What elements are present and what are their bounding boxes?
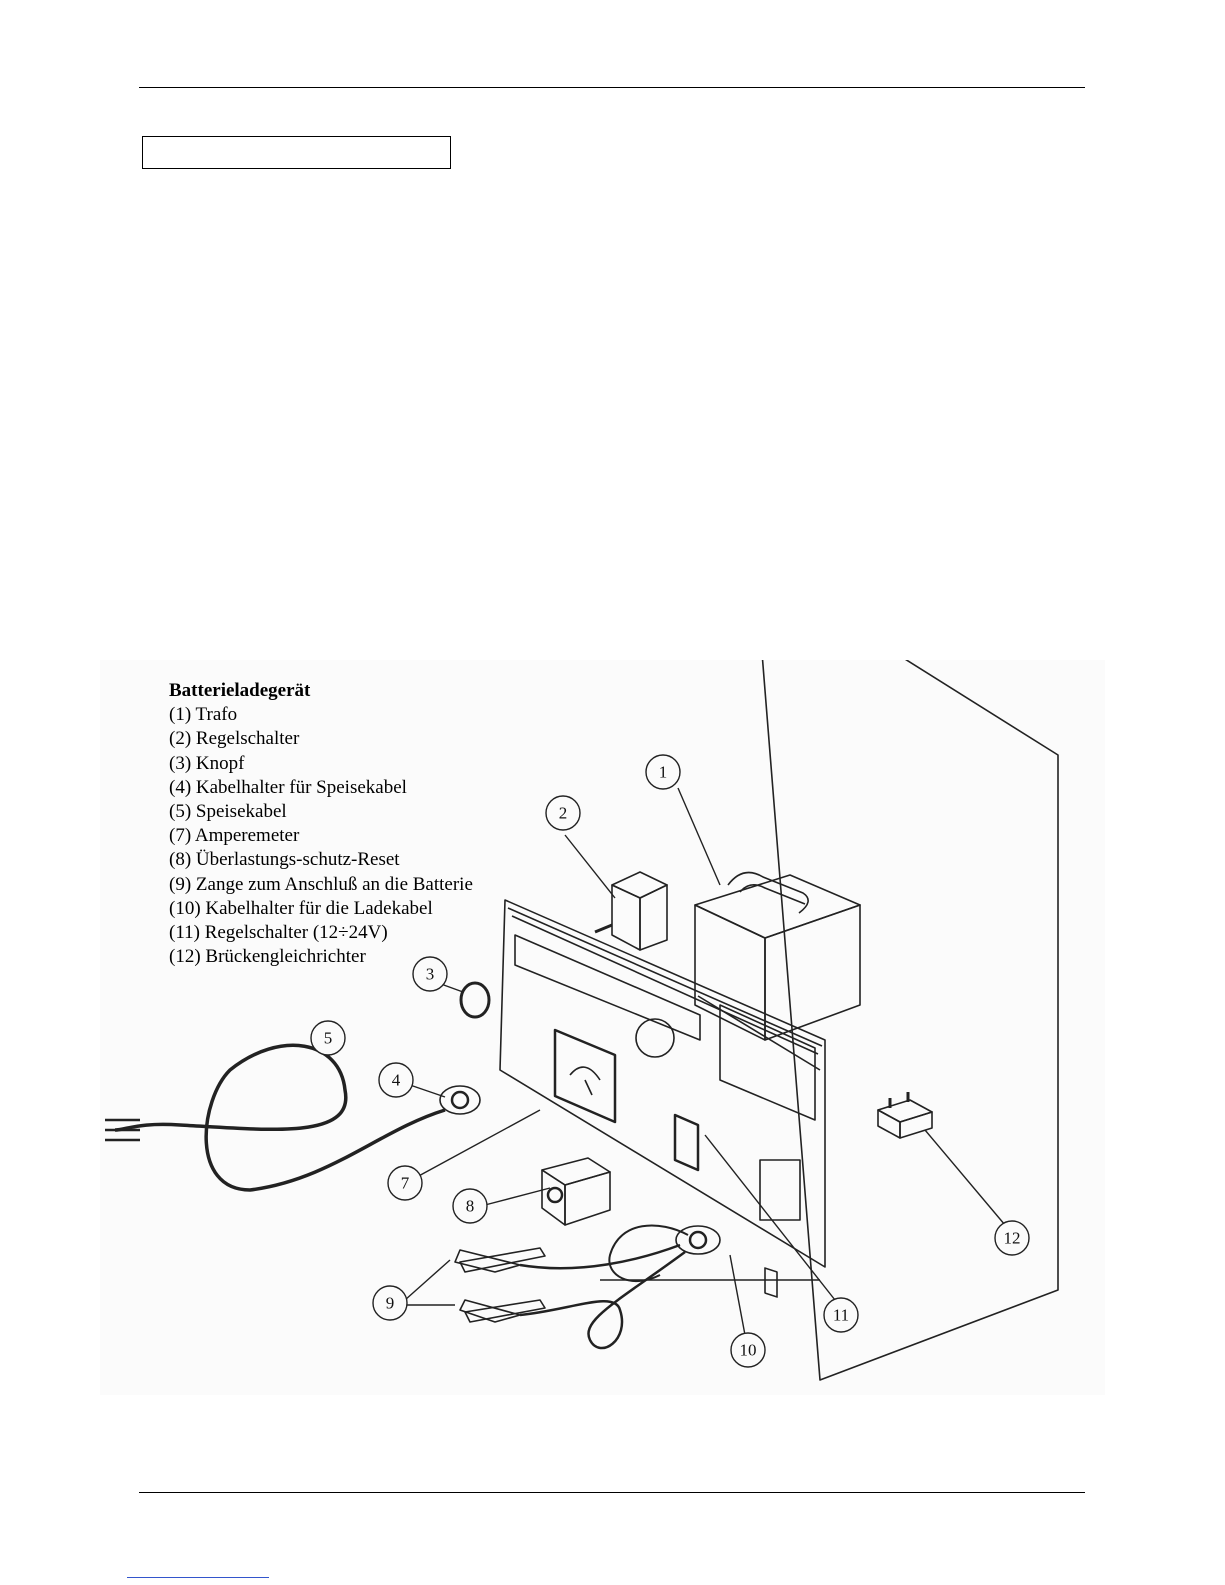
bridge-rectifier [877,1092,933,1139]
power-plug [105,1118,140,1142]
overload-reset [541,1157,611,1226]
legend-item: (11) Regelschalter (12÷24V) [169,922,388,944]
legend-title: Batterieladegerät [169,680,311,701]
knob [459,981,491,1019]
legend-item: (10) Kabelhalter für die Ladekabel [169,897,433,919]
legend-item: (5) Speisekabel [169,801,287,823]
callout-2: 2 [559,804,568,823]
callout-5: 5 [324,1029,333,1048]
section-heading-box [142,136,451,169]
callout-7: 7 [401,1174,410,1193]
footer-link-underline[interactable] [127,1577,269,1578]
cable-holder-charge [675,1225,721,1255]
battery-charger-diagram: 1 2 3 5 4 7 8 9 10 11 12 [100,660,1105,1395]
power-cable [114,1043,446,1192]
figure-legend: Batterieladegerät (1) Trafo (2) Regelsch… [169,679,473,969]
header-rule [139,87,1085,88]
callout-8: 8 [466,1197,475,1216]
battery-clamp-1 [454,1247,546,1273]
legend-item: (4) Kabelhalter für Speisekabel [169,776,407,798]
battery-clamp-2 [459,1299,546,1323]
cable-holder-power [439,1085,481,1115]
rocker-switch [673,1113,700,1172]
callout-3: 3 [426,965,435,984]
footer-rule [139,1492,1085,1493]
legend-item: (12) Brückengleichrichter [169,946,366,968]
transformer [694,871,861,1041]
callout-1: 1 [659,763,668,782]
front-panel [499,899,826,1268]
regelschalter [594,871,668,951]
callout-12: 12 [1004,1229,1021,1248]
callout-4: 4 [392,1071,401,1090]
callout-10: 10 [740,1341,757,1360]
callout-11: 11 [833,1306,849,1325]
callout-9: 9 [386,1294,395,1313]
amperemeter [553,1028,617,1124]
legend-item: (1) Trafo [169,704,238,726]
legend-item: (7) Amperemeter [169,825,300,847]
housing-back-wall [761,660,1059,1381]
legend-item: (9) Zange zum Anschluß an die Batterie [169,873,473,895]
legend-item: (2) Regelschalter [169,728,300,750]
legend-item: (3) Knopf [169,752,245,774]
legend-item: (8) Überlastungs-schutz-Reset [169,849,400,871]
